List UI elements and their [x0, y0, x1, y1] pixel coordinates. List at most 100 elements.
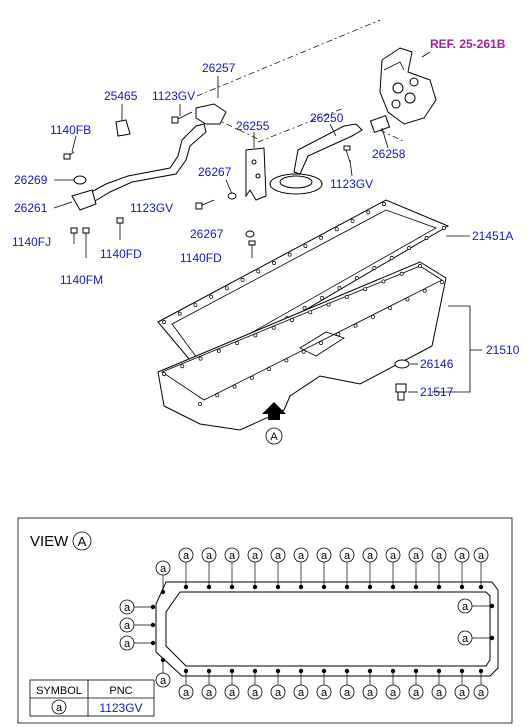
bolt-symbol-label: a: [275, 550, 282, 562]
gasket-bolt-hole: [350, 218, 355, 223]
label-26146: 26146: [420, 357, 454, 371]
label-26261: 26261: [14, 201, 48, 215]
bolt-symbol-label: a: [298, 687, 305, 699]
view-bolt-hole: [252, 668, 258, 674]
bolt-symbol-circle: [247, 684, 263, 700]
view-bolt-hole: [367, 584, 373, 590]
bolt-symbol-circle: [316, 547, 332, 563]
label-1140FJ: 1140FJ: [12, 235, 51, 249]
bolt-symbol-circle: [339, 684, 355, 700]
pan-bolt-hole: [308, 310, 313, 315]
view-bolt-hole: [298, 584, 304, 590]
leader-1140FB: [71, 135, 77, 153]
view-bolt-hole: [150, 622, 156, 628]
bracket-21510: [432, 305, 471, 393]
bolt-symbol-label: a: [459, 550, 466, 562]
gasket-bolt-hole: [319, 235, 324, 240]
bolt-symbol-label: a: [124, 620, 131, 632]
legend-header-symbol: SYMBOL: [36, 685, 82, 697]
oil-strainer-pipe: [269, 114, 391, 195]
leader-ref: [421, 51, 431, 58]
bolt-symbol-circle: [201, 684, 217, 700]
view-bolt-hole: [206, 584, 212, 590]
view-bolt-hole: [367, 668, 373, 674]
view-bolt-hole: [344, 668, 350, 674]
bolt-symbol-label: a: [124, 602, 131, 614]
bolt-symbol-circle: [362, 547, 378, 563]
bolt-symbol-circle: [408, 684, 424, 700]
bolt-symbol-circle: [247, 547, 263, 563]
bolt-symbol-label: a: [478, 687, 485, 699]
view-title-letter: A: [78, 534, 87, 549]
bolt-symbol-label: a: [436, 550, 443, 562]
view-bolt-hole: [344, 584, 350, 590]
label-1140FD-b: 1140FD: [180, 251, 222, 265]
bolt-symbol-circle: [431, 547, 447, 563]
leader-1123GV-b: [349, 159, 353, 177]
bolt-1140FD-b: [248, 240, 256, 258]
gasket-bolt-hole: [224, 286, 229, 291]
legend-table: [29, 679, 155, 717]
bolt-symbol-circle: [119, 617, 135, 633]
bolt-symbol-label: a: [462, 601, 469, 613]
gasket-bolt-hole: [302, 306, 307, 310]
view-bolt-hole: [489, 603, 495, 609]
label-1123GV-a: 1123GV: [152, 89, 195, 103]
bolt-symbol-label: a: [344, 550, 351, 562]
pan-bolt-hole: [216, 348, 221, 353]
view-bolt-hole: [229, 668, 235, 674]
bolt-symbol-circle: [224, 684, 240, 700]
bolt-symbol-label: a: [367, 550, 374, 562]
pan-bolt-hole: [344, 294, 349, 299]
view-panel: [17, 517, 513, 724]
view-title-circle: [72, 531, 92, 551]
pan-bolt-hole: [249, 375, 254, 380]
bolt-symbol-label: a: [413, 550, 420, 562]
bolt-symbol-circle: [178, 684, 194, 700]
legend-pnc: 1123GV: [99, 701, 142, 715]
gasket-bolt-hole: [382, 202, 386, 206]
bolt-symbol-circle: [119, 599, 135, 615]
view-arrow-circle: [265, 427, 283, 445]
bolt-symbol-circle: [339, 547, 355, 563]
view-title: VIEW: [30, 533, 69, 550]
label-1140FD-a: 1140FD: [100, 247, 142, 261]
bolt-symbol-circle: [155, 560, 171, 576]
ref-label: REF. 25-261B: [430, 37, 506, 51]
pan-bolt-hole: [215, 393, 220, 398]
bolt-symbol-label: a: [478, 550, 485, 562]
pan-bolt-hole: [353, 323, 358, 328]
view-bolt-hole: [321, 668, 327, 674]
label-26250: 26250: [310, 111, 344, 125]
pan-bolt-hole: [290, 318, 294, 322]
view-bolt-hole: [413, 668, 419, 674]
pan-bolt-hole: [162, 372, 166, 376]
bolt-1140FJ: [70, 227, 78, 244]
view-bolt-hole: [459, 584, 465, 590]
label-1140FB: 1140FB: [50, 123, 91, 137]
legend-symbol: a: [56, 702, 63, 714]
bolt-symbol-label: a: [367, 687, 374, 699]
label-25465: 25465: [104, 89, 138, 103]
label-26255: 26255: [236, 119, 270, 133]
bolt-symbol-circle: [224, 547, 240, 563]
pan-bolt-hole: [388, 306, 393, 311]
bolt-symbol-label: a: [275, 687, 282, 699]
pan-bolt-hole: [253, 333, 258, 338]
label-1140FM: 1140FM: [60, 273, 103, 287]
view-arrow-letter: A: [270, 431, 278, 443]
bolt-1123GV-a: [171, 111, 193, 124]
pan-bolt-hole: [326, 302, 331, 307]
pan-bolt-hole: [405, 297, 410, 302]
label-21517: 21517: [420, 385, 454, 399]
bolt-1140FM: [82, 227, 90, 258]
bolt-symbol-label: a: [229, 550, 236, 562]
pan-bolt-hole: [418, 264, 422, 268]
pan-bolt-hole: [440, 280, 444, 284]
view-bolt-hole: [206, 668, 212, 674]
view-bolt-hole: [478, 584, 484, 590]
guide-tube: [71, 103, 227, 211]
view-bolt-hole: [413, 584, 419, 590]
